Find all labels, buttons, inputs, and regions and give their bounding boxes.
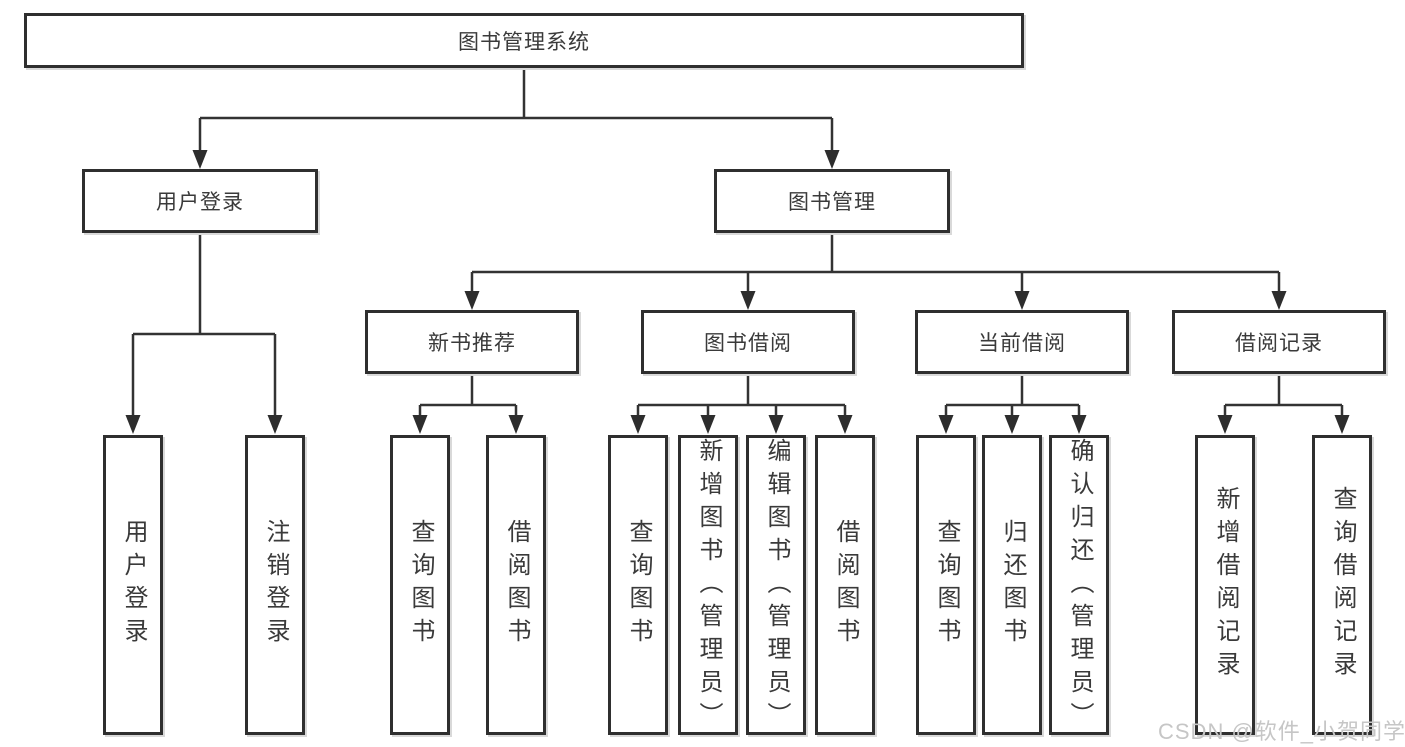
- node-label: 查询图书: [407, 519, 434, 651]
- node-book-borrow: 图书借阅: [641, 310, 855, 374]
- leaf-query-books-recommend: 查询图书: [390, 435, 450, 735]
- node-label: 借阅图书: [832, 519, 859, 651]
- node-label: 新增借阅记录: [1212, 486, 1239, 684]
- node-label: 图书借阅: [704, 332, 792, 355]
- node-user-login: 用户登录: [82, 169, 318, 233]
- leaf-add-borrow-record: 新增借阅记录: [1195, 435, 1255, 735]
- node-label: 借阅图书: [503, 519, 530, 651]
- node-label: 查询借阅记录: [1329, 486, 1356, 684]
- leaf-confirm-return-admin: 确认归还（管理员）: [1049, 435, 1109, 735]
- node-label: 查询图书: [933, 519, 960, 651]
- node-label: 新书推荐: [428, 332, 516, 355]
- node-label: 图书管理: [788, 191, 876, 214]
- node-label: 当前借阅: [978, 332, 1066, 355]
- node-label: 新增图书（管理员）: [695, 438, 722, 735]
- leaf-borrow-books: 借阅图书: [815, 435, 875, 735]
- node-label: 编辑图书（管理员）: [763, 438, 790, 735]
- node-label: 查询图书: [625, 519, 652, 651]
- node-current-borrow: 当前借阅: [915, 310, 1129, 374]
- node-label: 用户登录: [120, 519, 147, 651]
- node-label: 借阅记录: [1235, 332, 1323, 355]
- node-label: 图书管理系统: [458, 30, 590, 54]
- leaf-borrow-books-recommend: 借阅图书: [486, 435, 546, 735]
- node-label: 确认归还（管理员）: [1066, 438, 1093, 735]
- node-label: 归还图书: [999, 519, 1026, 651]
- node-borrow-record: 借阅记录: [1172, 310, 1386, 374]
- node-book-management: 图书管理: [714, 169, 950, 233]
- leaf-user-login: 用户登录: [103, 435, 163, 735]
- node-label: 注销登录: [262, 519, 289, 651]
- leaf-query-borrow-record: 查询借阅记录: [1312, 435, 1372, 735]
- watermark-text: CSDN @软件_小贺同学: [1158, 719, 1405, 744]
- leaf-query-books-borrow: 查询图书: [608, 435, 668, 735]
- node-new-book-recommend: 新书推荐: [365, 310, 579, 374]
- node-library-system: 图书管理系统: [24, 13, 1024, 68]
- leaf-return-books: 归还图书: [982, 435, 1042, 735]
- leaf-edit-books-admin: 编辑图书（管理员）: [746, 435, 806, 735]
- leaf-add-books-admin: 新增图书（管理员）: [678, 435, 738, 735]
- leaf-query-books-current: 查询图书: [916, 435, 976, 735]
- leaf-logout: 注销登录: [245, 435, 305, 735]
- node-label: 用户登录: [156, 191, 244, 214]
